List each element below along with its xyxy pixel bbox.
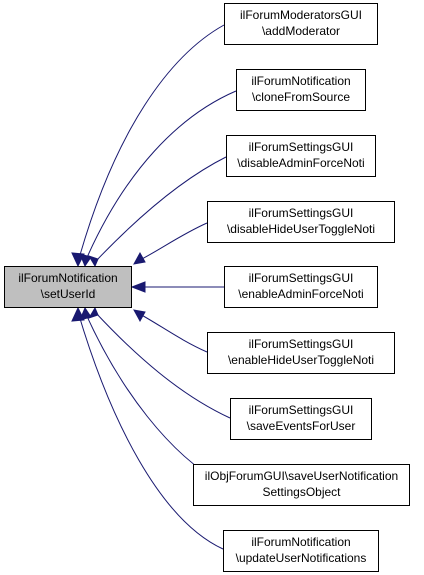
caller-node-8[interactable]: ilObjForumGUI\saveUserNotificationSettin… bbox=[193, 464, 410, 506]
call-edge-3 bbox=[94, 156, 227, 263]
focus-node-set-user-id[interactable]: ilForumNotification \setUserId bbox=[4, 266, 132, 308]
caller-node-label-line1: ilForumSettingsGUI bbox=[249, 403, 354, 417]
caller-node-5[interactable]: ilForumSettingsGUI \enableAdminForceNoti bbox=[224, 266, 378, 308]
arrow-head-5 bbox=[130, 281, 146, 293]
call-edge-6 bbox=[137, 312, 208, 353]
caller-node-box bbox=[226, 135, 376, 177]
caller-node-3[interactable]: ilForumSettingsGUI \disableAdminForceNoti bbox=[226, 135, 376, 177]
caller-node-box bbox=[207, 201, 395, 243]
arrow-head-7 bbox=[87, 306, 99, 319]
caller-node-label-line1: ilForumNotification bbox=[251, 74, 350, 88]
arrow-head-9 bbox=[71, 306, 85, 322]
call-edge-7 bbox=[94, 311, 231, 419]
caller-node-box bbox=[193, 464, 410, 506]
caller-node-label-line2: \disableHideUserToggleNoti bbox=[227, 222, 375, 236]
caller-node-box bbox=[236, 69, 366, 111]
caller-node-label-line2: \addModerator bbox=[262, 24, 340, 38]
caller-node-label-line1: ilForumSettingsGUI bbox=[249, 337, 354, 351]
call-edge-2 bbox=[84, 90, 237, 263]
arrow-head-4 bbox=[133, 251, 146, 265]
caller-node-label-line1: ilForumModeratorsGUI bbox=[240, 8, 362, 22]
caller-node-2[interactable]: ilForumNotification \cloneFromSource bbox=[236, 69, 366, 111]
caller-node-box bbox=[224, 266, 378, 308]
caller-node-label-line2: \disableAdminForceNoti bbox=[237, 156, 364, 170]
caller-node-label-line2: \updateUserNotifications bbox=[236, 551, 367, 565]
focus-node-box bbox=[4, 266, 132, 308]
focus-node-label-line1: ilForumNotification bbox=[18, 271, 117, 285]
caller-node-6[interactable]: ilForumSettingsGUI \enableHideUserToggleN… bbox=[207, 332, 395, 374]
caller-node-label-line2: \enableHideUserToggleNoti bbox=[228, 353, 374, 367]
call-edge-9 bbox=[77, 311, 224, 550]
caller-node-label-line1: ilObjForumGUI\saveUserNotification bbox=[205, 469, 398, 483]
caller-node-box bbox=[230, 398, 372, 440]
caller-node-box bbox=[223, 530, 379, 572]
caller-node-label-line2: \enableAdminForceNoti bbox=[238, 287, 363, 301]
caller-node-label-line2: \saveEventsForUser bbox=[247, 419, 356, 433]
arrow-head-3 bbox=[87, 255, 99, 268]
caller-node-9[interactable]: ilForumNotification \updateUserNotificati… bbox=[223, 530, 379, 572]
caller-node-box bbox=[207, 332, 395, 374]
caller-node-4[interactable]: ilForumSettingsGUI \disableHideUserToggle… bbox=[207, 201, 395, 243]
caller-node-label-line1: ilForumNotification bbox=[251, 535, 350, 549]
caller-node-label-line2: SettingsObject bbox=[262, 485, 341, 499]
caller-node-box bbox=[224, 3, 378, 45]
call-edge-4 bbox=[137, 222, 208, 262]
focus-node-label-line2: \setUserId bbox=[41, 287, 96, 301]
arrow-head-6 bbox=[133, 309, 146, 323]
call-edge-1 bbox=[77, 24, 225, 263]
arrow-head-2 bbox=[79, 253, 92, 268]
caller-node-7[interactable]: ilForumSettingsGUI \saveEventsForUser bbox=[230, 398, 372, 440]
call-edge-8 bbox=[84, 311, 224, 485]
caller-node-label-line1: ilForumSettingsGUI bbox=[249, 206, 354, 220]
caller-node-label-line1: ilForumSettingsGUI bbox=[249, 271, 354, 285]
graph-nodes: ilForumNotification \setUserId ilForumMo… bbox=[4, 3, 410, 572]
caller-node-label-line2: \cloneFromSource bbox=[252, 90, 350, 104]
caller-node-1[interactable]: ilForumModeratorsGUI \addModerator bbox=[224, 3, 378, 45]
caller-node-label-line1: ilForumSettingsGUI bbox=[249, 140, 354, 154]
